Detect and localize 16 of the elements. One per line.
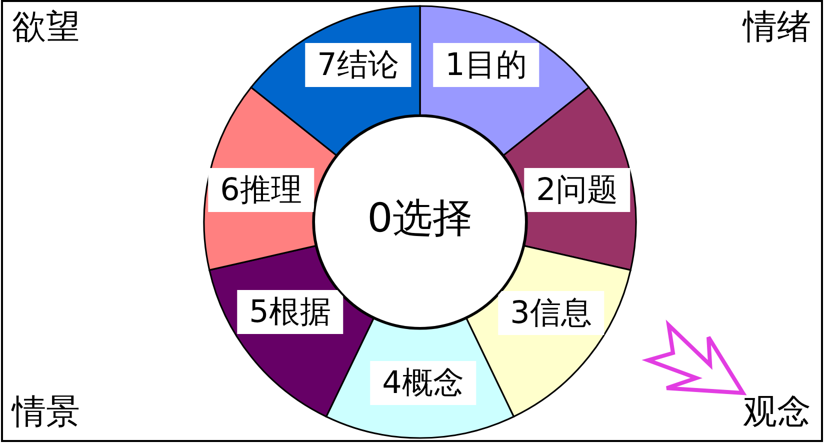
segment-label: 1目的 <box>433 43 539 87</box>
segment-label: 5根据 <box>237 290 343 334</box>
corner-label: 情绪 <box>743 8 811 46</box>
segment-label: 2问题 <box>524 168 630 212</box>
corner-label: 观念 <box>743 393 811 431</box>
segment-label: 3信息 <box>498 291 604 335</box>
corner-label: 欲望 <box>12 8 80 46</box>
ring-segment <box>502 86 637 272</box>
segment-label: 6推理 <box>208 168 314 212</box>
segment-label: 7结论 <box>305 43 411 87</box>
arrow <box>642 320 747 396</box>
center-label: 0选择 <box>367 195 473 242</box>
segment-label: 4概念 <box>370 361 476 405</box>
corner-label: 情景 <box>12 393 80 431</box>
ring-segment <box>250 5 421 157</box>
ring-segment <box>208 244 375 418</box>
